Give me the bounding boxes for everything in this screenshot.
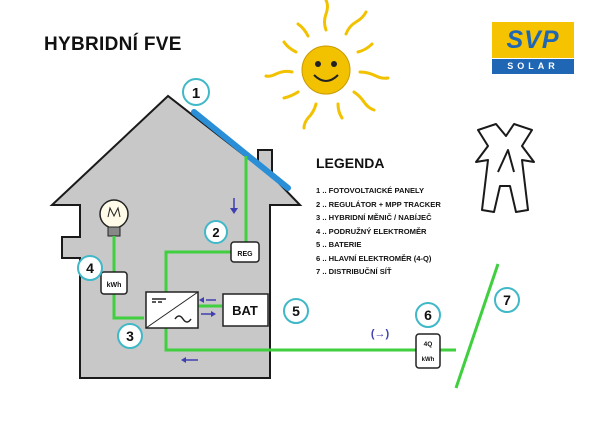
legend-list: 1 .. FOTOVOLTAICKÉ PANELY 2 .. REGULÁTOR…	[316, 184, 441, 279]
marker-3: 3	[117, 323, 143, 349]
regulator-box	[230, 241, 260, 263]
svg-text:1: 1	[192, 85, 200, 102]
marker-5: 5	[283, 298, 309, 324]
legend-item-2: 2 .. REGULÁTOR + MPP TRACKER	[316, 199, 441, 209]
power-pylon-icon	[475, 123, 535, 213]
sub-meter	[100, 271, 128, 295]
svg-text:3: 3	[126, 328, 134, 344]
marker-2: 2	[204, 220, 228, 244]
logo-brand-text: SVP	[506, 25, 560, 54]
marker-6: 6	[415, 302, 441, 328]
regulator-label: REG	[237, 251, 253, 258]
house-shape	[49, 94, 303, 379]
marker-4: 4	[77, 255, 103, 281]
legend-title: LEGENDA	[316, 155, 385, 171]
brand-logo: SVP SOLAR	[490, 22, 576, 74]
flow-arrows	[181, 198, 238, 363]
legend-item-5: 5 .. BATERIE	[316, 240, 362, 249]
battery-label: BAT	[232, 303, 258, 318]
legend-item-3: 3 .. HYBRIDNÍ MĚNIČ / NABÍJEČ	[316, 213, 432, 222]
svg-text:4: 4	[86, 260, 94, 276]
svg-text:6: 6	[424, 307, 432, 323]
marker-1: 1	[182, 78, 210, 106]
bidirectional-arrow-label: (→)	[371, 328, 390, 340]
main-meter	[415, 333, 441, 369]
battery-box	[222, 293, 269, 327]
legend-item-6: 6 .. HLAVNÍ ELEKTROMĚR (4-Q)	[316, 253, 432, 263]
legend-item-7: 7 .. DISTRIBUČNÍ SÍŤ	[316, 267, 392, 276]
light-bulb-icon	[99, 199, 129, 272]
marker-7: 7	[494, 287, 520, 313]
page-title: HYBRIDNÍ FVE	[44, 34, 182, 55]
legend-item-1: 1 .. FOTOVOLTAICKÉ PANELY	[316, 186, 425, 195]
main-meter-bottom-label: kWh	[422, 357, 435, 363]
main-meter-top-label: 4Q	[424, 341, 433, 348]
svg-text:2: 2	[212, 225, 219, 240]
legend-item-4: 4 .. PODRUŽNÝ ELEKTROMĚR	[316, 226, 427, 236]
logo-top: SVP	[492, 22, 574, 58]
svg-text:5: 5	[292, 303, 300, 319]
logo-sub-text: SOLAR	[492, 59, 574, 74]
inverter-box	[145, 291, 199, 329]
sub-meter-label: kWh	[107, 282, 122, 289]
svg-text:7: 7	[503, 292, 511, 308]
sun-icon	[264, 0, 390, 130]
solar-panel	[191, 109, 291, 191]
